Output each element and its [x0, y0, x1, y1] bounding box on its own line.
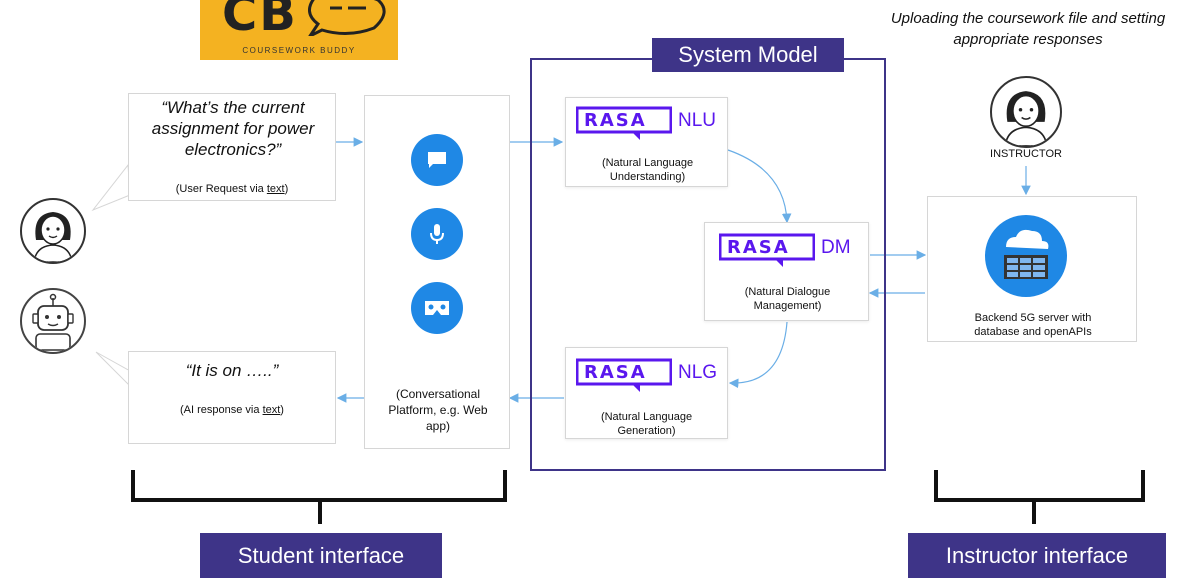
rasa-nlg-suffix: NLG: [678, 362, 718, 383]
response-caption: (AI response via text): [180, 404, 284, 416]
robot-avatar: [20, 288, 86, 354]
vr-headset-icon: [425, 301, 449, 315]
rasa-dm-suffix: DM: [821, 237, 851, 258]
student-brace: [131, 470, 507, 524]
cloud-server-icon: [1004, 229, 1049, 279]
response-quote: “It is on …..”: [185, 361, 279, 380]
system-model-title: System Model: [652, 38, 844, 72]
rasa-logo-icon: [576, 106, 672, 140]
backend-server-box: Backend 5G server with database and open…: [927, 196, 1137, 342]
instructor-brace: [934, 470, 1145, 524]
rasa-nlu-box: RASA NLU (Natural Language Understanding…: [565, 97, 728, 187]
instructor-role-label: INSTRUCTOR: [990, 148, 1062, 160]
rasa-nlg-brand: RASA: [584, 362, 647, 383]
speech-bubble-icon: [308, 0, 386, 36]
chat-button[interactable]: [411, 134, 463, 186]
logo-letters: CB: [222, 0, 298, 42]
arrow-dm-to-nlg: [728, 321, 788, 389]
request-caption-link: text: [266, 183, 285, 195]
rasa-nlu-suffix: NLU: [678, 110, 717, 131]
response-caption-link: text: [262, 404, 281, 416]
backend-caption: Backend 5G server with database and open…: [974, 312, 1092, 338]
vr-button[interactable]: [411, 282, 463, 334]
response-bubble: “It is on …..” (AI response via text): [128, 351, 336, 444]
rasa-nlu-caption: (Natural Language Understanding): [601, 157, 694, 183]
rasa-nlg-box: RASA NLG (Natural Language Generation): [565, 347, 728, 439]
user-avatar-icon: [33, 212, 73, 262]
arrow-nlu-to-dm: [727, 149, 792, 224]
platform-caption: (Conversational Platform, e.g. Web app): [388, 387, 488, 433]
request-quote: “What’s the current assignment for power…: [151, 98, 315, 159]
user-avatar-icon: [1004, 91, 1048, 146]
logo-subtitle: COURSEWORK BUDDY: [242, 46, 356, 55]
rasa-logo-icon: [576, 358, 672, 392]
student-interface-label: Student interface: [200, 533, 442, 578]
chat-icon: [428, 152, 446, 168]
rasa-logo-icon: [719, 233, 815, 267]
rasa-dm-caption: (Natural Dialogue Management): [744, 286, 831, 312]
coursework-buddy-logo: CB COURSEWORK BUDDY: [200, 0, 398, 60]
instructor-interface-label: Instructor interface: [908, 533, 1166, 578]
instructor-note: Uploading the coursework file and settin…: [890, 10, 1166, 48]
student-avatar: [20, 198, 86, 264]
request-bubble: “What’s the current assignment for power…: [128, 93, 336, 201]
rasa-nlu-brand: RASA: [584, 110, 647, 131]
rasa-dm-box: RASA DM (Natural Dialogue Management): [704, 222, 869, 321]
request-caption: (User Request via text): [175, 183, 289, 195]
microphone-icon: [430, 224, 444, 244]
rasa-dm-brand: RASA: [727, 237, 790, 258]
instructor-avatar: [990, 76, 1062, 148]
robot-icon: [32, 293, 74, 351]
microphone-button[interactable]: [411, 208, 463, 260]
conversational-platform-panel: (Conversational Platform, e.g. Web app): [364, 95, 510, 449]
rasa-nlg-caption: (Natural Language Generation): [600, 411, 693, 437]
